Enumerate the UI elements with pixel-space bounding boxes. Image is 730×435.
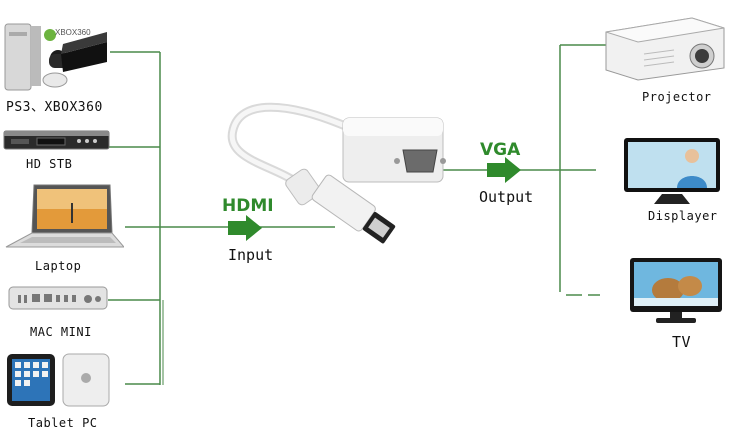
tablet-pc-image [7, 353, 110, 407]
ps3-xbox-image: XBOX360 [3, 14, 111, 92]
tv-image [630, 258, 722, 323]
target-label-projector: Projector [642, 90, 712, 104]
mac-mini-image [8, 286, 108, 310]
hdmi-tag: HDMI [222, 196, 274, 216]
hdmi-to-vga-adapter [227, 102, 446, 244]
output-label: Output [479, 188, 534, 206]
source-label-mac-mini: MAC MINI [30, 325, 92, 339]
source-label-hd-stb: HD STB [26, 157, 73, 171]
target-label-displayer: Displayer [648, 209, 718, 223]
vga-tag: VGA [480, 140, 521, 160]
xbox-logo-text: XBOX360 [55, 28, 91, 37]
vga-arrow-icon [487, 157, 521, 183]
source-label-tablet-pc: Tablet PC [28, 416, 98, 430]
laptop-image [5, 184, 124, 248]
target-label-tv: TV [672, 333, 692, 351]
hd-stb-image [3, 130, 110, 150]
displayer-image [624, 138, 720, 204]
input-label: Input [228, 246, 274, 264]
source-label-laptop: Laptop [35, 259, 82, 273]
source-label-ps3-xbox: PS3、XBOX360 [6, 100, 103, 115]
hdmi-arrow-icon [228, 215, 262, 241]
projector-image [605, 17, 725, 81]
